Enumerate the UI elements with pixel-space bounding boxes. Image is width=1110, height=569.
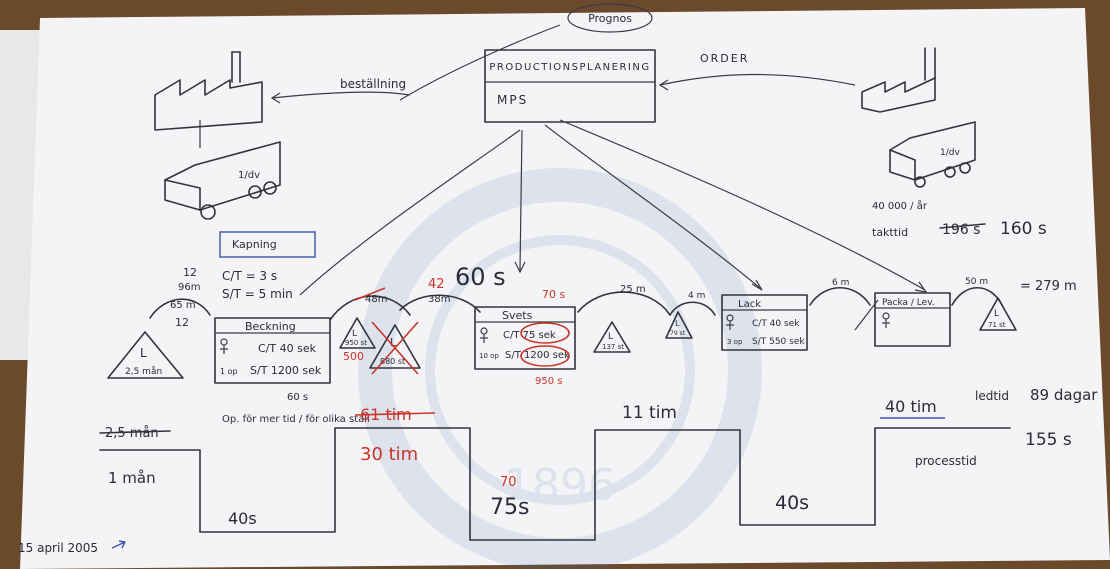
total-processtime: 155 s [1025,430,1072,450]
big-60s: 60 s [455,263,506,291]
distance-4: 4 m [688,291,705,301]
distance-2-new: 38m [428,294,450,305]
inventory-0-value: 2,5 mån [125,366,162,377]
distance-1-new: 65 m [170,300,196,311]
kapning-st: S/T = 5 min [222,287,293,301]
distance-1-old: 96m [178,282,200,293]
process-svets-ct: C/T 75 sek [503,330,556,341]
kapning-title: Kapning [232,238,277,251]
prognos-label: Prognos [588,12,632,25]
supplier-truck-frequency: 1/dv [238,170,260,181]
timeline-t2: 30 tim [360,444,418,465]
process-lack-ct: C/T 40 sek [752,319,800,329]
process-lack-op: 3 op [727,338,743,346]
ledtid-label: ledtid [975,389,1009,403]
process-beckning-st: S/T 1200 sek [250,364,322,377]
inventory-4-letter: L [675,319,680,328]
timeline-p1: 40s [228,509,257,528]
timeline-p2-red: 70 [500,475,517,490]
svets-red-below: 950 s [535,376,562,387]
process-svets-st: S/T 1200 sek [505,350,570,361]
inventory-4-value: 79 st [670,330,686,337]
distance-2-old: 48m [365,294,387,305]
process-svets-title: Svets [502,309,533,322]
processtid-label: processtid [915,454,977,468]
inventory-5-letter: L [994,309,999,319]
timeline-t1-old: 2,5 mån [105,426,159,441]
distance-total: = 279 m [1020,279,1077,294]
order-label: ORDER [700,52,749,65]
inventory-1-letter: L [352,329,357,339]
inventory-1-red: 500 [343,350,364,363]
kapning-ct: C/T = 3 s [222,269,277,283]
ledtid-value: 89 dagar [1030,386,1098,404]
process-beckning-ct: C/T 40 sek [258,342,317,355]
timeline-t1: 1 mån [108,469,156,487]
bestallning-label: beställning [340,77,406,91]
inventory-0-letter: L [140,346,147,360]
inventory-5-value: 71 st [988,321,1006,329]
timeline-p2: 75s [490,495,529,520]
op-note: Op. för mer tid / för olika ställ [222,414,370,425]
process-lack-st: S/T 550 sek [752,337,805,347]
timeline-t4: 40 tim [885,397,937,416]
customer-demand: 40 000 / år [872,199,928,212]
inventory-3-value: 137 st [602,343,624,351]
timeline-p3: 40s [775,492,809,514]
process-beckning-title: Beckning [245,320,296,333]
takt-new: 160 s [1000,219,1047,239]
distance-1-top: 12 [183,266,197,279]
inventory-1-value: 950 st [345,339,367,347]
process-lack-title: Lack [738,299,761,310]
process-beckning-op: 1 op [220,367,238,376]
customer-truck-frequency: 1/dv [940,148,960,158]
planning-label: PRODUCTIONSPLANERING [489,62,650,73]
mps-label: MPS [497,93,528,107]
timeline-t3: 11 tim [622,403,677,423]
takt-label: takttid [872,226,908,239]
process-packa-title: Packa / Lev. [882,298,935,308]
distance-3: 25 m [620,284,646,295]
distance-6: 50 m [965,277,988,287]
beckning-60s: 60 s [287,392,308,403]
distance-2-top: 42 [428,277,445,292]
inventory-3-letter: L [608,332,613,342]
process-svets-op: 10 op [479,352,499,360]
distance-1-bottom: 12 [175,316,189,329]
date-label: 15 april 2005 [18,541,98,555]
distance-5: 6 m [832,278,849,288]
svets-red: 70 s [542,288,565,301]
